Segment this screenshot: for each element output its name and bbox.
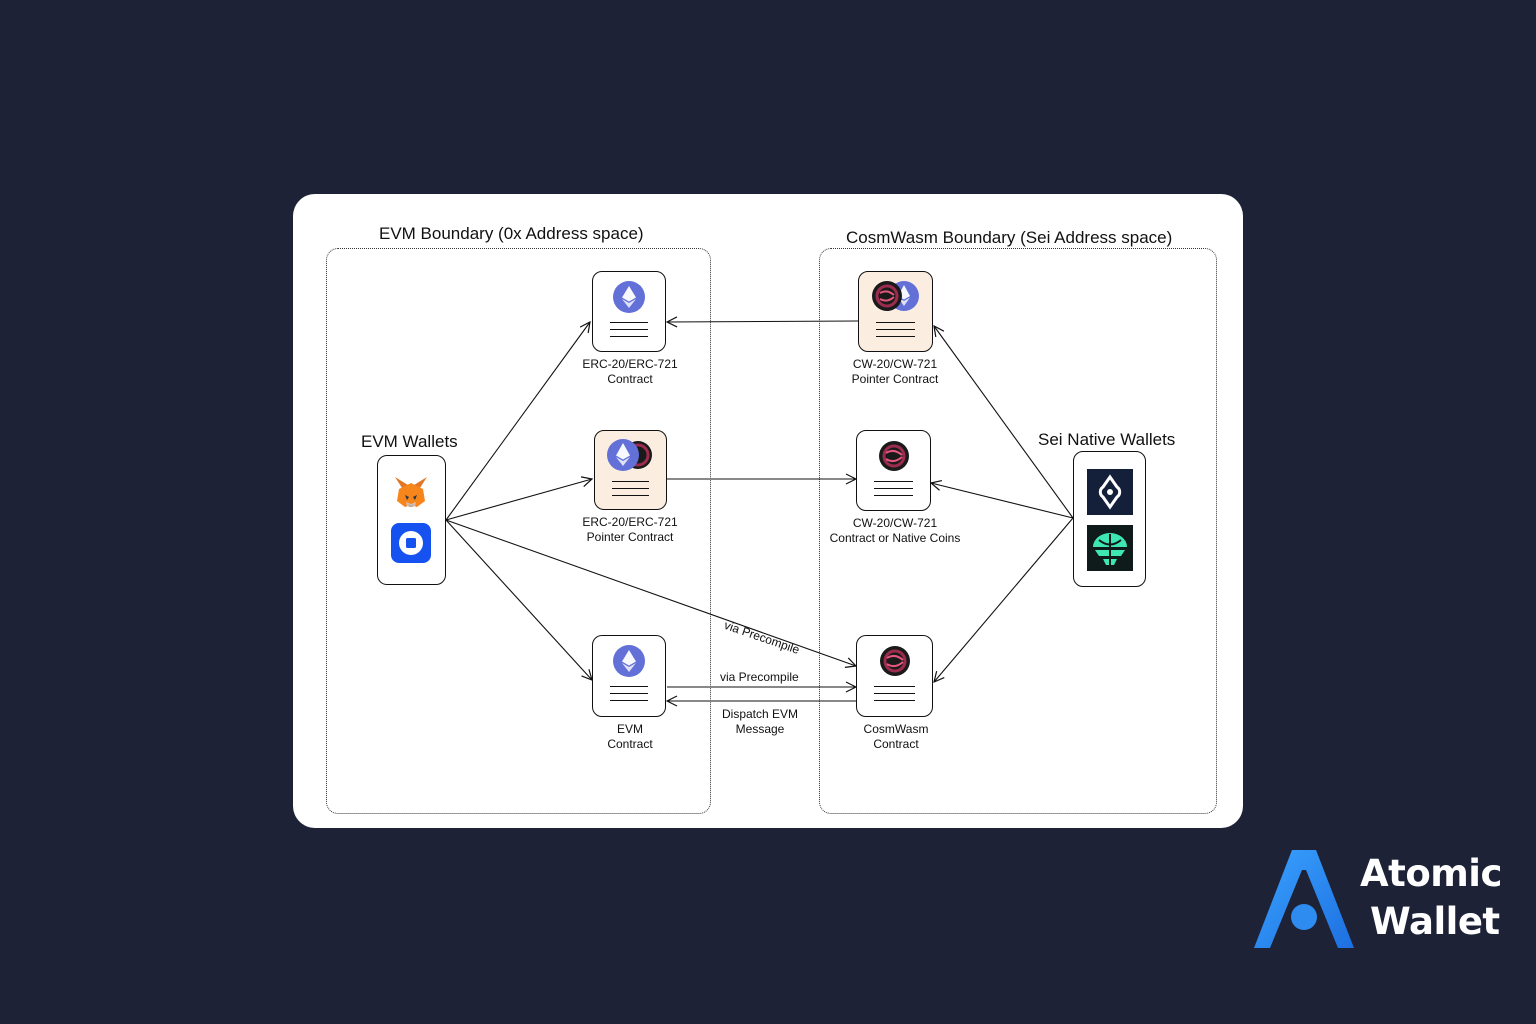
edge-label-horizontal-precompile: via Precompile (720, 670, 799, 684)
brand-word-wallet: Wallet (1370, 900, 1500, 943)
metamask-icon (395, 477, 427, 507)
coinbase-wallet-icon (391, 523, 431, 563)
sei-wallets-box (1073, 451, 1146, 587)
ethereum-icon (613, 645, 645, 677)
edge-sei-wallets-to-cw-pointer (934, 326, 1074, 519)
evm-wallets-title: EVM Wallets (361, 432, 458, 451)
atomic-wallet-brand: Atomic Wallet (1254, 848, 1514, 958)
diagram-edges (445, 194, 1074, 828)
cw-pointer-node (858, 271, 933, 352)
erc-pointer-label: ERC-20/ERC-721 Pointer Contract (582, 515, 678, 544)
edge-cw-pointer-to-erc-contract (667, 321, 859, 322)
cw-contract-node (856, 430, 931, 511)
cw-pointer-label: CW-20/CW-721 Pointer Contract (851, 357, 939, 386)
cosmwasm-boundary-title: CosmWasm Boundary (Sei Address space) (846, 228, 1173, 247)
edge-evm-wallets-to-evm-contract (445, 519, 592, 680)
compass-wallet-icon (1087, 469, 1133, 515)
evm-contract-label: EVM Contract (607, 722, 653, 751)
ethereum-sei-icon (607, 439, 652, 471)
sei-icon (880, 646, 910, 676)
evm-wallets-box (377, 455, 446, 585)
ethereum-icon (613, 281, 645, 313)
cosmwasm-boundary (819, 248, 1217, 814)
evm-contract-node (592, 635, 666, 717)
evm-boundary-title: EVM Boundary (0x Address space) (379, 224, 644, 243)
sei-ethereum-icon (872, 281, 919, 311)
diagram-card: EVM Boundary (0x Address space) CosmWasm… (293, 194, 1243, 828)
erc-contract-label: ERC-20/ERC-721 Contract (582, 357, 678, 386)
cosmwasm-contract-node (856, 635, 933, 717)
edge-evm-wallets-to-cosmwasm-contract (445, 519, 856, 666)
edge-evm-wallets-to-erc-contract (445, 322, 590, 521)
sei-icon (879, 441, 909, 471)
erc-pointer-node (594, 430, 667, 510)
edge-sei-wallets-to-cw-contract (931, 483, 1074, 519)
evm-boundary (326, 248, 711, 814)
brand-word-atomic: Atomic (1360, 852, 1502, 895)
cosmwasm-contract-label: CosmWasm Contract (863, 722, 929, 751)
atomic-wallet-logo-icon (1254, 850, 1354, 948)
sei-wallets-title: Sei Native Wallets (1038, 430, 1176, 449)
leap-wallet-icon (1087, 525, 1133, 571)
cw-contract-label: CW-20/CW-721 Contract or Native Coins (829, 516, 961, 545)
erc-contract-node (592, 271, 666, 352)
edge-label-dispatch-evm-message: Dispatch EVM Message (722, 707, 799, 736)
edge-sei-wallets-to-cosmwasm-contract (934, 517, 1074, 682)
edge-evm-wallets-to-erc-pointer (445, 479, 592, 521)
